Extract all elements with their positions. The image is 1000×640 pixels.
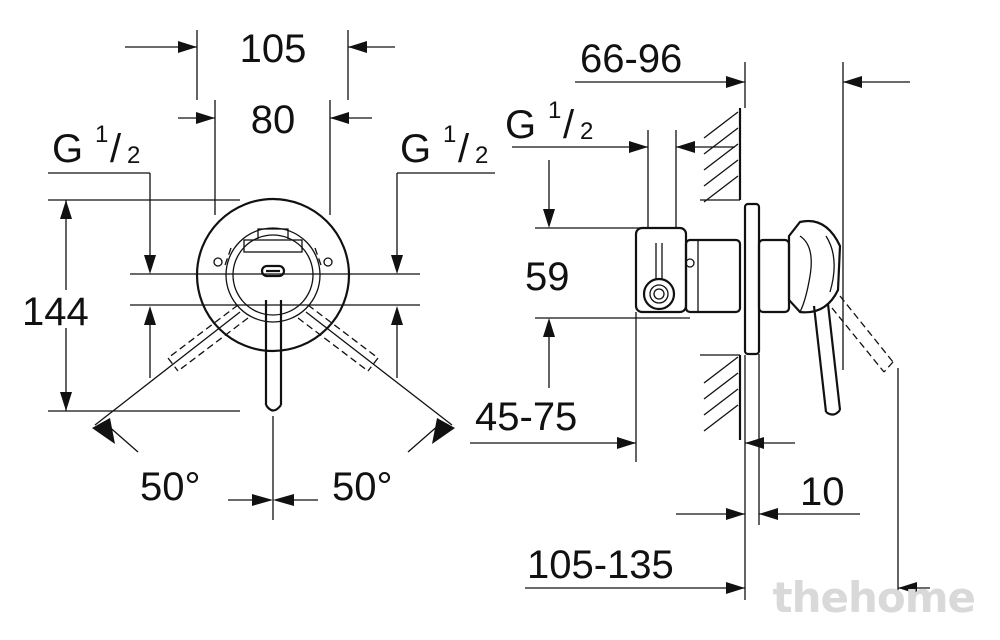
connection-side-slash: / [563,103,575,147]
connection-right-main: G [400,127,431,171]
height-label: 144 [22,290,89,334]
connection-right-label: G 1 / 2 [391,121,495,274]
dim-inlet-height: 59 [525,160,690,388]
connection-right-num: 1 [443,121,456,148]
dim-width-inner: 80 [178,98,372,215]
dim-height: 144 [22,200,89,411]
side-view: 66-96 G 1 / 2 59 [470,37,930,600]
angle-right-label: 50° [332,465,393,509]
angle-left: 50° [92,311,241,509]
wall-hatch-line [703,159,739,187]
connection-left-main: G [52,127,83,171]
wall-hatch-line [703,388,739,416]
dim-total-depth: 105-135 [525,543,930,594]
total-depth-label: 105-135 [527,543,674,587]
connection-side-label: G 1 / 2 [505,97,735,228]
connection-right-den: 2 [475,142,488,169]
connection-side-num: 1 [548,97,561,124]
watermark-logo: thehome [773,573,975,622]
depth-range-label: 66-96 [580,37,682,81]
dim-width-outer: 105 [125,27,395,100]
connection-side-main: G [505,103,536,147]
connection-left-den: 2 [127,142,140,169]
dim-rosette-thickness: 10 [676,354,860,525]
lever-rotation-right [297,304,379,372]
valve-body [634,226,742,314]
width-inner-label: 80 [251,98,296,142]
rosette-front [195,197,351,353]
lever-front [264,300,283,520]
wall-hatch-line [703,404,739,432]
wall-hatch-line [703,372,739,400]
wall-hatch-line [703,111,739,139]
angle-right: 50° [305,311,455,509]
angle-left-label: 50° [140,465,201,509]
wall-section [700,108,742,440]
install-depth-label: 45-75 [475,395,577,439]
front-view: 105 80 G 1 / 2 G 1 / 2 [22,27,495,520]
dim-install-depth: 45-75 [470,312,795,600]
wall-hatch-line [703,175,739,203]
lever-rotation-left [167,304,249,372]
inlet-height-label: 59 [525,255,570,299]
wall-hatch-line [703,356,739,384]
connection-left-label: G 1 / 2 [48,121,156,274]
rosette-thickness-label: 10 [800,470,845,514]
wall-hatch-line [703,143,739,171]
connection-left-slash: / [110,127,122,171]
connection-side-den: 2 [580,118,593,145]
width-outer-label: 105 [240,27,307,71]
wall-hatch-line [703,127,739,155]
connection-right-slash: / [458,127,470,171]
dim-depth-range: 66-96 [575,37,910,370]
handle-side [743,202,899,598]
connection-left-num: 1 [95,121,108,148]
